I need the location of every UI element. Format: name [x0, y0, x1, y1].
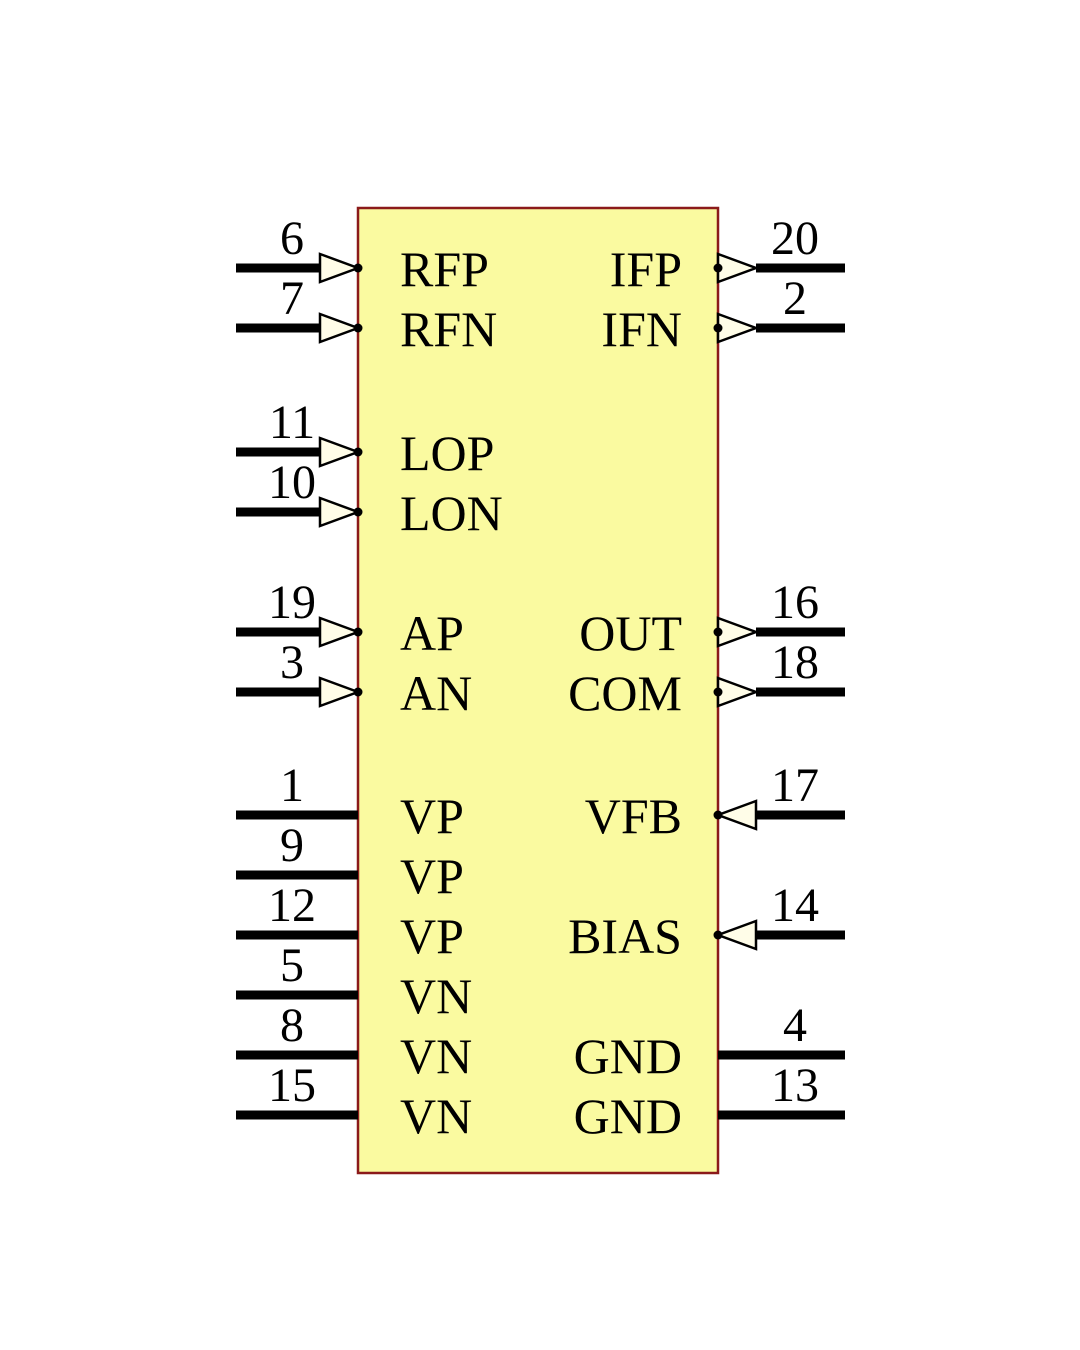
pin-dot: [353, 507, 363, 517]
arrow-input-icon: [318, 676, 362, 708]
pin-dot: [353, 447, 363, 457]
pin-dot: [353, 323, 363, 333]
pin-number: 18: [771, 636, 819, 689]
pin-dot: [353, 687, 363, 697]
pin-number: 7: [280, 272, 304, 325]
pin-label: VN: [400, 1028, 472, 1084]
pin-dot: [353, 263, 363, 273]
pin-left-vn-5[interactable]: 5VN: [236, 939, 472, 1024]
pin-number: 2: [783, 272, 807, 325]
arrow-output-icon: [716, 676, 760, 708]
pin-number: 8: [280, 999, 304, 1052]
pin-left-an-3[interactable]: 3AN: [236, 636, 472, 721]
pin-label: IFP: [610, 241, 682, 297]
pin-dot: [713, 323, 723, 333]
pin-label: IFN: [601, 301, 682, 357]
pin-left-vn-8[interactable]: 8VN: [236, 999, 472, 1084]
pin-label: VFB: [585, 788, 682, 844]
pin-label: BIAS: [568, 908, 682, 964]
pin-label: LOP: [400, 425, 494, 481]
arrow-input-icon: [318, 312, 362, 344]
pin-number: 17: [771, 759, 819, 812]
pin-number: 3: [280, 636, 304, 689]
pin-label: AP: [400, 605, 464, 661]
pin-dot: [713, 930, 723, 940]
pin-number: 11: [269, 396, 315, 449]
arrow-input-icon: [318, 616, 362, 648]
pin-label: VP: [400, 908, 464, 964]
pin-number: 12: [268, 879, 316, 932]
pin-dot: [713, 810, 723, 820]
pin-dot: [713, 687, 723, 697]
pin-number: 9: [280, 819, 304, 872]
pin-label: VN: [400, 968, 472, 1024]
arrow-input-icon: [318, 436, 362, 468]
pin-label: VN: [400, 1088, 472, 1144]
arrow-output-icon: [716, 616, 760, 648]
left-pin-group: 6RFP7RFN11LOP10LON19AP3AN1VP9VP12VP5VN8V…: [236, 212, 503, 1144]
pin-left-vp-9[interactable]: 9VP: [236, 819, 464, 904]
pin-number: 15: [268, 1059, 316, 1112]
pin-number: 6: [280, 212, 304, 265]
pin-number: 1: [280, 759, 304, 812]
pin-number: 13: [771, 1059, 819, 1112]
arrow-input-icon: [714, 799, 758, 831]
pin-left-vp-1[interactable]: 1VP: [236, 759, 464, 844]
chip-body: [356, 206, 720, 1175]
arrow-input-icon: [714, 919, 758, 951]
pin-number: 10: [268, 456, 316, 509]
pin-label: GND: [574, 1028, 682, 1084]
pin-label: RFN: [400, 301, 497, 357]
pin-number: 5: [280, 939, 304, 992]
pin-label: LON: [400, 485, 503, 541]
pin-label: RFP: [400, 241, 489, 297]
pin-number: 4: [783, 999, 807, 1052]
pin-number: 14: [771, 879, 819, 932]
pin-number: 19: [268, 576, 316, 629]
pin-label: AN: [400, 665, 472, 721]
pin-label: OUT: [579, 605, 682, 661]
pin-label: VP: [400, 848, 464, 904]
arrow-output-icon: [716, 312, 760, 344]
arrow-input-icon: [318, 496, 362, 528]
pin-dot: [353, 627, 363, 637]
pin-number: 16: [771, 576, 819, 629]
pin-number: 20: [771, 212, 819, 265]
arrow-output-icon: [716, 252, 760, 284]
pin-dot: [713, 627, 723, 637]
arrow-input-icon: [318, 252, 362, 284]
pin-label: VP: [400, 788, 464, 844]
pin-label: GND: [574, 1088, 682, 1144]
pin-label: COM: [568, 665, 682, 721]
pin-dot: [713, 263, 723, 273]
